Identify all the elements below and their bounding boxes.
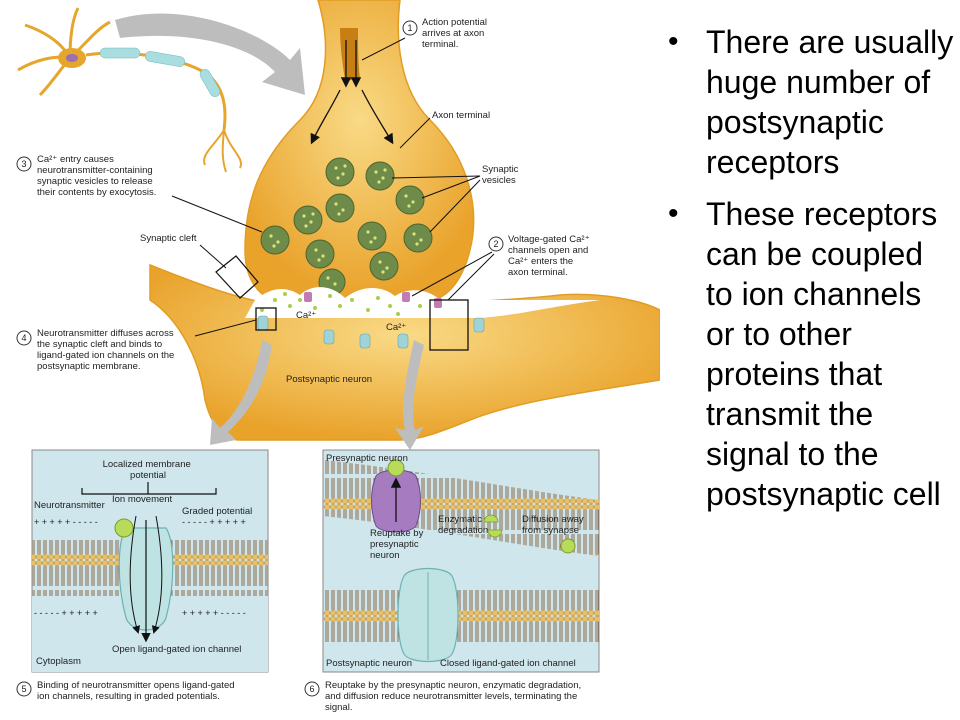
- charges-top-left: + + + + + - - - - -: [34, 517, 98, 527]
- synaptic-cleft: [245, 287, 600, 318]
- charges-top-right: - - - - - + + + + +: [182, 517, 246, 527]
- step-5-number: 5: [16, 681, 32, 697]
- step-3-text: Ca²⁺ entry causes neurotransmitter-conta…: [37, 154, 156, 198]
- step-6-text: Reuptake by the presynaptic neuron, enzy…: [325, 680, 584, 713]
- enzymatic-label: Enzymatic degradation: [438, 514, 488, 536]
- bullet-text: There are usually huge number of postsyn…: [706, 24, 954, 180]
- bullet-dot-icon: •: [668, 25, 679, 58]
- step-6-number: 6: [304, 681, 320, 697]
- step-3-number: 3: [16, 156, 32, 172]
- diffusion-label: Diffusion away from synapse: [522, 514, 586, 536]
- zoom-arrow-left: [210, 340, 272, 445]
- neurotransmitter-label: Neurotransmitter: [34, 500, 105, 511]
- bullet-item: • These receptors can be coupled to ion c…: [668, 194, 958, 514]
- neuron-icon: [17, 7, 242, 173]
- step-5-text: Binding of neurotransmitter opens ligand…: [37, 680, 237, 702]
- open-channel-label: Open ligand-gated ion channel: [112, 644, 241, 655]
- svg-text:3: 3: [21, 159, 26, 169]
- bullet-dot-icon: •: [668, 197, 679, 230]
- bullet-list: • There are usually huge number of postsy…: [668, 22, 958, 526]
- synaptic-cleft-label: Synaptic cleft: [140, 233, 197, 244]
- cleft-bracket: [215, 255, 259, 299]
- postsynaptic-neuron-label: Postsynaptic neuron: [286, 374, 372, 385]
- panel-termination: [322, 449, 600, 673]
- axon-terminal-label: Axon terminal: [432, 110, 490, 121]
- svg-text:5: 5: [21, 684, 26, 694]
- synapse-diagram: 1 Action potential arrives at axon termi…: [16, 0, 660, 713]
- zoom-box-left: [255, 307, 277, 331]
- ca-label-right: Ca²⁺: [386, 322, 406, 333]
- charges-bottom-right: + + + + + - - - - -: [182, 608, 246, 618]
- presynaptic-neuron-label: Presynaptic neuron: [326, 453, 408, 464]
- neurotransmitter-dots: [260, 292, 422, 316]
- localized-membrane-label: Localized membrane potential: [103, 459, 194, 481]
- zoom-box-right: [429, 299, 469, 351]
- postsynaptic-neuron-panel-label: Postsynaptic neuron: [326, 658, 412, 669]
- bullet-text: These receptors can be coupled to ion ch…: [706, 196, 941, 512]
- charges-bottom-left: - - - - - + + + + +: [34, 608, 98, 618]
- step-1-text: Action potential arrives at axon termina…: [422, 17, 490, 50]
- step-1-number: 1: [402, 20, 418, 36]
- step-2-number: 2: [488, 236, 504, 252]
- panel-graded-potential: [31, 449, 269, 673]
- synaptic-vesicles-label: Synaptic vesicles: [482, 164, 521, 186]
- reuptake-label: Reuptake by presynaptic neuron: [370, 528, 426, 561]
- ion-movement-label: Ion movement: [112, 494, 173, 505]
- graded-potential-label: Graded potential: [182, 506, 252, 517]
- zoom-arrow-right: [395, 340, 424, 450]
- svg-text:1: 1: [407, 23, 412, 33]
- receptors: [257, 315, 485, 349]
- step-4-number: 4: [16, 330, 32, 346]
- cytoplasm-label: Cytoplasm: [36, 656, 81, 667]
- closed-channel-label: Closed ligand-gated ion channel: [440, 658, 576, 669]
- svg-text:2: 2: [493, 239, 498, 249]
- synaptic-vesicles: [260, 157, 433, 296]
- step-4-text: Neurotransmitter diffuses across the syn…: [37, 328, 177, 372]
- step-2-text: Voltage-gated Ca²⁺ channels open and Ca²…: [508, 234, 592, 278]
- bullet-item: • There are usually huge number of postsy…: [668, 22, 958, 182]
- ca-label-left: Ca²⁺: [296, 310, 316, 321]
- action-potential-arrows: [310, 40, 394, 145]
- svg-text:6: 6: [309, 684, 314, 694]
- svg-text:4: 4: [21, 333, 26, 343]
- zoom-arrow: [115, 13, 305, 95]
